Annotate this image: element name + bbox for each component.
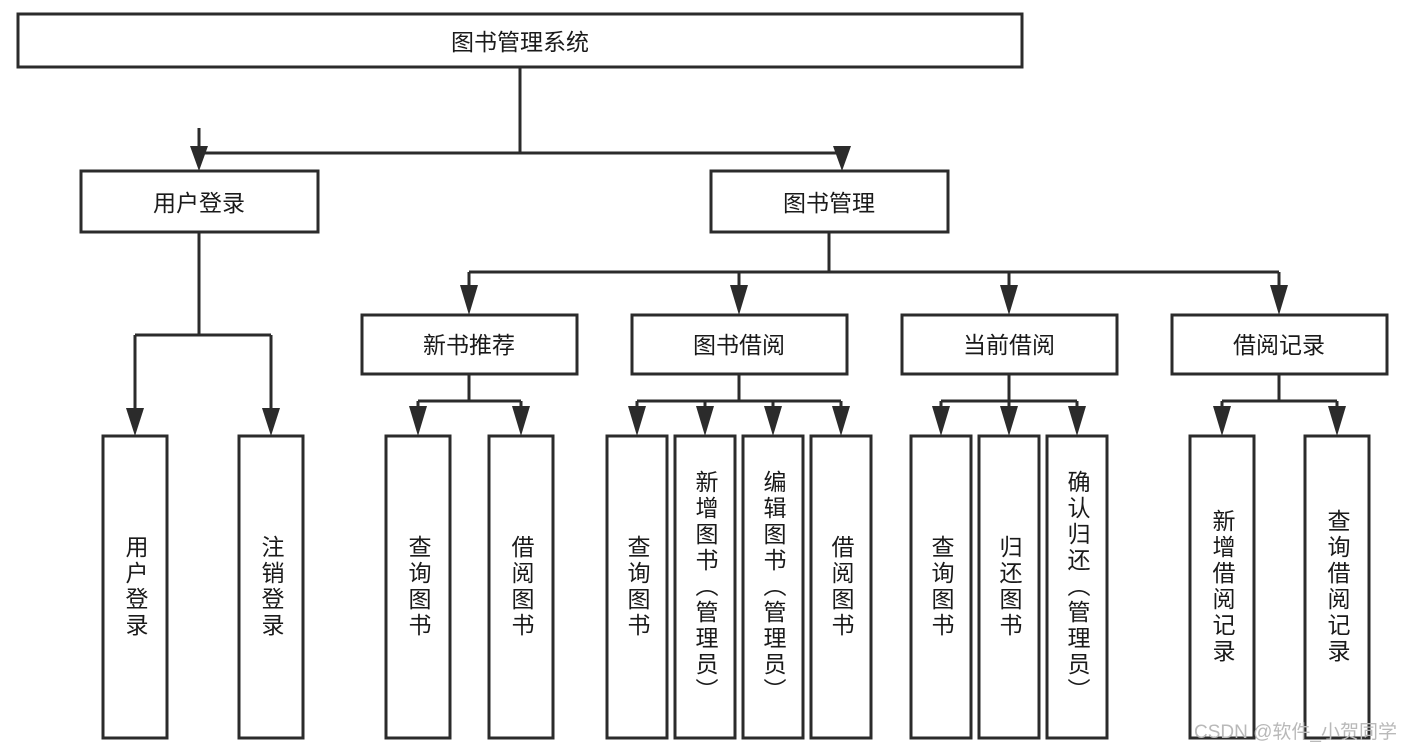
node-current-borrow-label: 当前借阅 (963, 332, 1055, 358)
leaf-query-book-1-label: 查询图书 (405, 535, 432, 639)
leaf-query-book-3-box[interactable] (909, 434, 973, 740)
leaf-confirm-return-label: 确认归还（管理员） (1064, 470, 1091, 704)
node-new-book-recommend[interactable]: 新书推荐 (360, 313, 579, 376)
leaf-query-book-2[interactable]: 查询图书 (605, 434, 669, 740)
node-book-borrow-box[interactable] (630, 313, 849, 376)
connector-group-current-borrow (932, 374, 1086, 436)
arrow-head-leaf-query-record (1328, 406, 1346, 436)
leaf-query-book-1[interactable]: 查询图书 (384, 434, 452, 740)
arrow-head-leaf-edit-book (764, 406, 782, 436)
connector-group-borrow-record (1213, 374, 1346, 436)
leaf-borrow-book-2-box[interactable] (809, 434, 873, 740)
arrow-head-current-borrow (1000, 285, 1018, 315)
connector-group-root (190, 67, 851, 171)
leaf-user-login[interactable]: 用户登录 (101, 434, 169, 740)
node-user-login-box[interactable] (79, 169, 320, 234)
arrow-head-leaf-query-book-1 (409, 406, 427, 436)
leaf-query-record-label: 查询借阅记录 (1324, 509, 1351, 665)
node-root-box[interactable] (16, 12, 1024, 69)
leaf-query-book-3[interactable]: 查询图书 (909, 434, 973, 740)
arrow-head-leaf-user-login (126, 408, 144, 436)
leaf-logout-login-box[interactable] (237, 434, 305, 740)
leaf-add-record[interactable]: 新增借阅记录 (1188, 434, 1256, 740)
node-root-label: 图书管理系统 (451, 29, 589, 55)
leaf-edit-book[interactable]: 编辑图书（管理员） (741, 434, 805, 740)
leaf-logout-login[interactable]: 注销登录 (237, 434, 305, 740)
node-book-borrow[interactable]: 图书借阅 (630, 313, 849, 376)
leaf-borrow-book-2-label: 借阅图书 (828, 535, 855, 639)
leaf-confirm-return-box[interactable] (1045, 434, 1109, 740)
leaf-add-book-label: 新增图书（管理员） (692, 470, 719, 704)
leaf-return-book-label: 归还图书 (996, 535, 1023, 639)
leaf-query-book-2-box[interactable] (605, 434, 669, 740)
node-user-login[interactable]: 用户登录 (79, 169, 320, 234)
leaf-add-book[interactable]: 新增图书（管理员） (673, 434, 737, 740)
leaf-user-login-label: 用户登录 (122, 535, 149, 639)
leaf-query-record-box[interactable] (1303, 434, 1371, 740)
connector-group-new-book-recommend (409, 374, 530, 436)
arrow-head-user-login (190, 146, 208, 171)
leaf-return-book-box[interactable] (977, 434, 1041, 740)
node-book-manage[interactable]: 图书管理 (709, 169, 950, 234)
leaf-add-record-label: 新增借阅记录 (1209, 509, 1236, 665)
node-book-manage-label: 图书管理 (783, 190, 875, 216)
node-root[interactable]: 图书管理系统 (16, 12, 1024, 69)
leaf-add-book-box[interactable] (673, 434, 737, 740)
leaf-query-book-2-label: 查询图书 (624, 535, 651, 639)
arrow-head-book-borrow (730, 285, 748, 315)
leaf-logout-login-label: 注销登录 (258, 535, 285, 639)
connector-group-book-borrow (628, 374, 850, 436)
arrow-head-leaf-query-book-3 (932, 406, 950, 436)
leaf-edit-book-box[interactable] (741, 434, 805, 740)
node-user-login-label: 用户登录 (153, 190, 245, 216)
leaf-borrow-book-1[interactable]: 借阅图书 (487, 434, 555, 740)
node-new-book-recommend-label: 新书推荐 (423, 332, 515, 358)
leaf-add-record-box[interactable] (1188, 434, 1256, 740)
connector-group-user-login (126, 232, 280, 436)
arrow-head-leaf-confirm-return (1068, 406, 1086, 436)
leaf-borrow-book-1-box[interactable] (487, 434, 555, 740)
node-current-borrow[interactable]: 当前借阅 (900, 313, 1119, 376)
leaf-confirm-return[interactable]: 确认归还（管理员） (1045, 434, 1109, 740)
arrow-head-book-manage (833, 146, 851, 171)
leaf-edit-book-label: 编辑图书（管理员） (760, 470, 787, 704)
arrow-head-leaf-logout-login (262, 408, 280, 436)
leaf-user-login-box[interactable] (101, 434, 169, 740)
arrow-head-leaf-query-book-2 (628, 406, 646, 436)
arrow-head-leaf-return-book (1000, 406, 1018, 436)
arrow-head-leaf-borrow-book-2 (832, 406, 850, 436)
node-book-borrow-label: 图书借阅 (693, 332, 785, 358)
leaf-query-book-1-box[interactable] (384, 434, 452, 740)
node-borrow-record[interactable]: 借阅记录 (1170, 313, 1389, 376)
arrow-head-leaf-add-record (1213, 406, 1231, 436)
arrow-head-borrow-record (1270, 285, 1288, 315)
leaf-borrow-book-1-label: 借阅图书 (508, 535, 535, 639)
connector-group-book-manage (460, 232, 1288, 315)
node-new-book-recommend-box[interactable] (360, 313, 579, 376)
node-borrow-record-label: 借阅记录 (1233, 332, 1325, 358)
leaf-return-book[interactable]: 归还图书 (977, 434, 1041, 740)
arrow-head-leaf-borrow-book-1 (512, 406, 530, 436)
arrow-head-leaf-add-book (696, 406, 714, 436)
leaf-borrow-book-2[interactable]: 借阅图书 (809, 434, 873, 740)
leaf-query-book-3-label: 查询图书 (928, 535, 955, 639)
leaf-query-record[interactable]: 查询借阅记录 (1303, 434, 1371, 740)
arrow-head-new-book-recommend (460, 285, 478, 315)
